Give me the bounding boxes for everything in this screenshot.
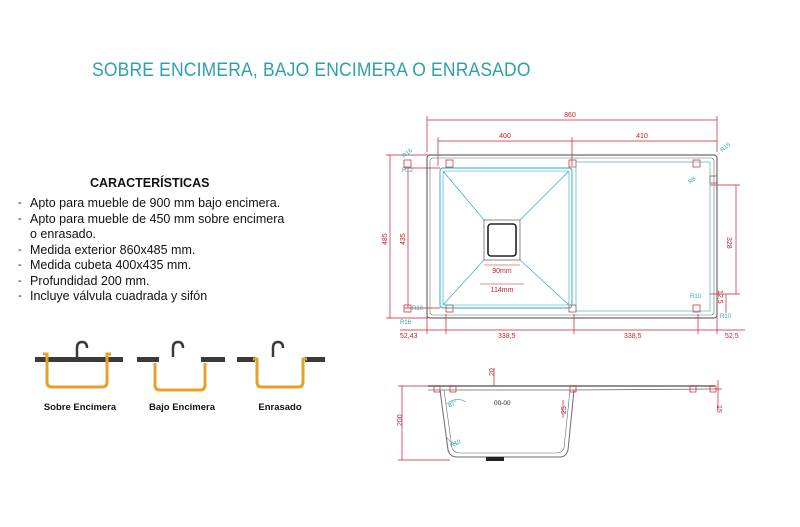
feature-item: Incluye válvula cuadrada y sifón: [18, 289, 348, 305]
dim-height: 485: [382, 233, 389, 245]
features-heading: CARACTERÍSTICAS: [90, 176, 210, 190]
section-code: 00-00: [494, 400, 511, 407]
feature-item: Apto para mueble de 450 mm sobre encimer…: [18, 212, 348, 228]
radius-top-left-inner: R12: [402, 168, 414, 174]
sink-over-counter-icon: [35, 340, 123, 389]
radius-drainer: R8: [688, 176, 698, 186]
mount-label-over: Sobre Encimera: [43, 402, 117, 413]
mount-label-flush: Enrasado: [258, 402, 302, 413]
dim-bowl: 400: [499, 133, 511, 140]
feature-item: Medida exterior 860x485 mm.: [18, 243, 348, 259]
radius-bottom-left-outer: R16: [400, 320, 412, 326]
radius-top-right: R16: [720, 142, 733, 154]
page-title: SOBRE ENCIMERA, BAJO ENCIMERA O ENRASADO: [92, 60, 531, 81]
dim-drainer-height: 328: [725, 237, 732, 249]
feature-item: o enrasado.: [30, 227, 97, 241]
features-list: Apto para mueble de 900 mm bajo encimera…: [18, 196, 348, 305]
section-top-dim: 20: [489, 368, 496, 376]
section-right-dim: 15: [715, 405, 722, 413]
sink-section-drawing: 200 20 25 15 87° R10 00-00: [397, 368, 722, 461]
radius-bottom-left: R10: [412, 306, 424, 312]
dim-mid-left: 338,5: [498, 333, 516, 340]
dim-mid-right: 338,5: [624, 333, 642, 340]
radius-top-left: R16: [402, 148, 415, 160]
dim-drainer: 410: [636, 133, 648, 140]
mount-label-under: Bajo Encimera: [149, 402, 215, 413]
section-radius: R10: [450, 439, 463, 449]
section-depth: 200: [397, 414, 404, 426]
dim-total: 860: [564, 112, 576, 119]
radius-drainer-bottom: R10: [690, 294, 702, 300]
drain-outer-label: 114mm: [491, 287, 514, 294]
dim-left-margin: 52,43: [400, 333, 418, 340]
section-angle: 87°: [448, 400, 459, 410]
sink-under-counter-icon: [137, 340, 225, 392]
dim-small-right: 12,5: [716, 290, 723, 304]
dim-inner-height: 435: [400, 233, 407, 245]
radius-bottom-right: R10: [720, 314, 732, 320]
feature-item: Profundidad 200 mm.: [18, 274, 348, 290]
sink-plan-drawing: 860 400 410 485 435 328 12,5 52,43 338,5…: [382, 112, 745, 340]
section-slope-dim: 25: [561, 406, 568, 414]
sink-flush-mount-icon: [237, 340, 325, 389]
feature-item: Medida cubeta 400x435 mm.: [18, 258, 348, 274]
drain-inner-label: 90mm: [492, 268, 512, 275]
dim-right-margin: 52,5: [725, 333, 739, 340]
feature-item: Apto para mueble de 900 mm bajo encimera…: [18, 196, 348, 212]
